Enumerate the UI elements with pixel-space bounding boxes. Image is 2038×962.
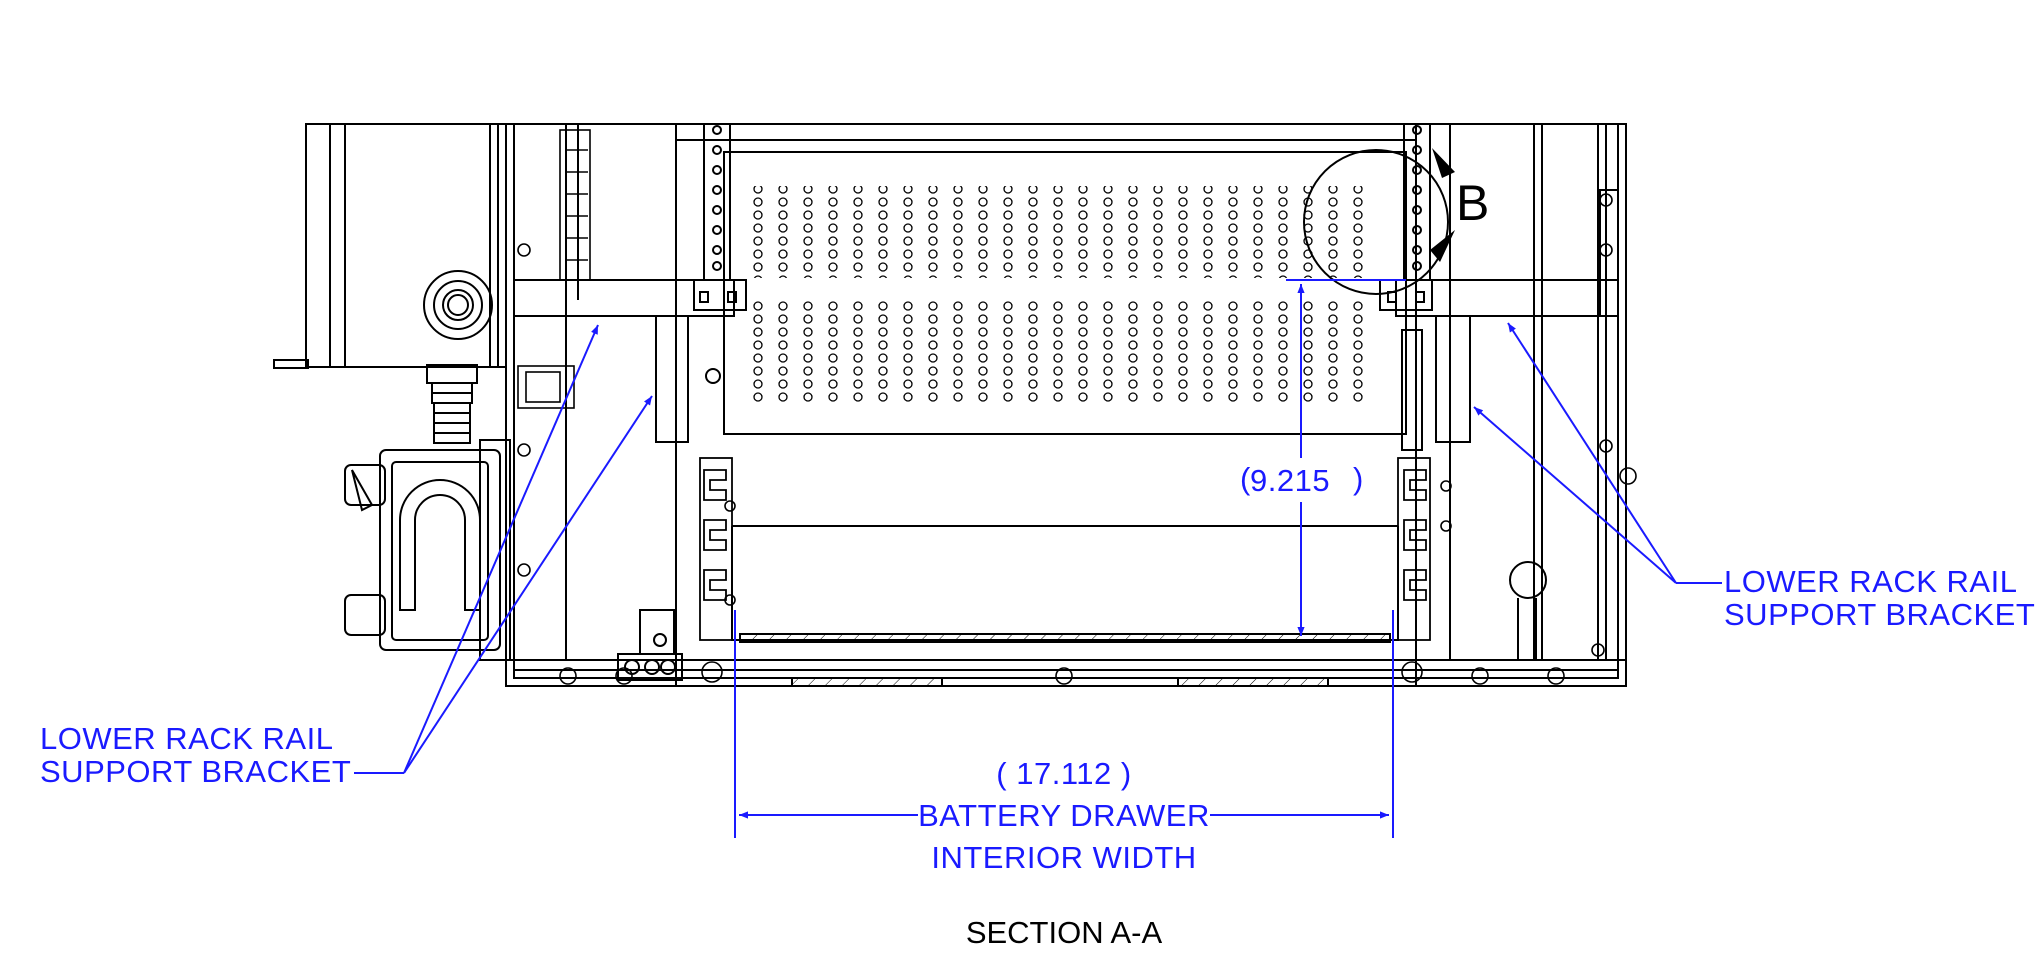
main-frame [505,123,1627,687]
right-callout-line2: SUPPORT BRACKET [1724,597,2036,632]
detail-b-circle [1303,148,1455,295]
section-title: SECTION A-A [965,915,1163,950]
width-dimension-label-line2: INTERIOR WIDTH [931,840,1197,875]
right-callout-line1: LOWER RACK RAIL [1724,564,2018,599]
rail-posts [703,123,1431,384]
height-dimension-value: 9.215 [1250,463,1331,498]
fasteners [517,193,1637,685]
left-enclosure [273,123,507,444]
left-callout-line2: SUPPORT BRACKET [40,754,352,789]
width-dimension-value: ( 17.112 ) [996,756,1132,791]
width-dimension-label-line1: BATTERY DRAWER [918,798,1210,833]
battery-drawer [731,525,1399,687]
lower-supports [655,316,1547,660]
perforated-panel [723,151,1407,435]
height-dimension-open-paren: ( [1240,461,1251,496]
left-pipe-fitting [344,439,511,661]
annotations [354,279,1722,838]
height-dimension-close-paren: ) [1353,461,1364,496]
detail-marker-label: B [1456,175,1490,231]
left-callout-line1: LOWER RACK RAIL [40,721,334,756]
